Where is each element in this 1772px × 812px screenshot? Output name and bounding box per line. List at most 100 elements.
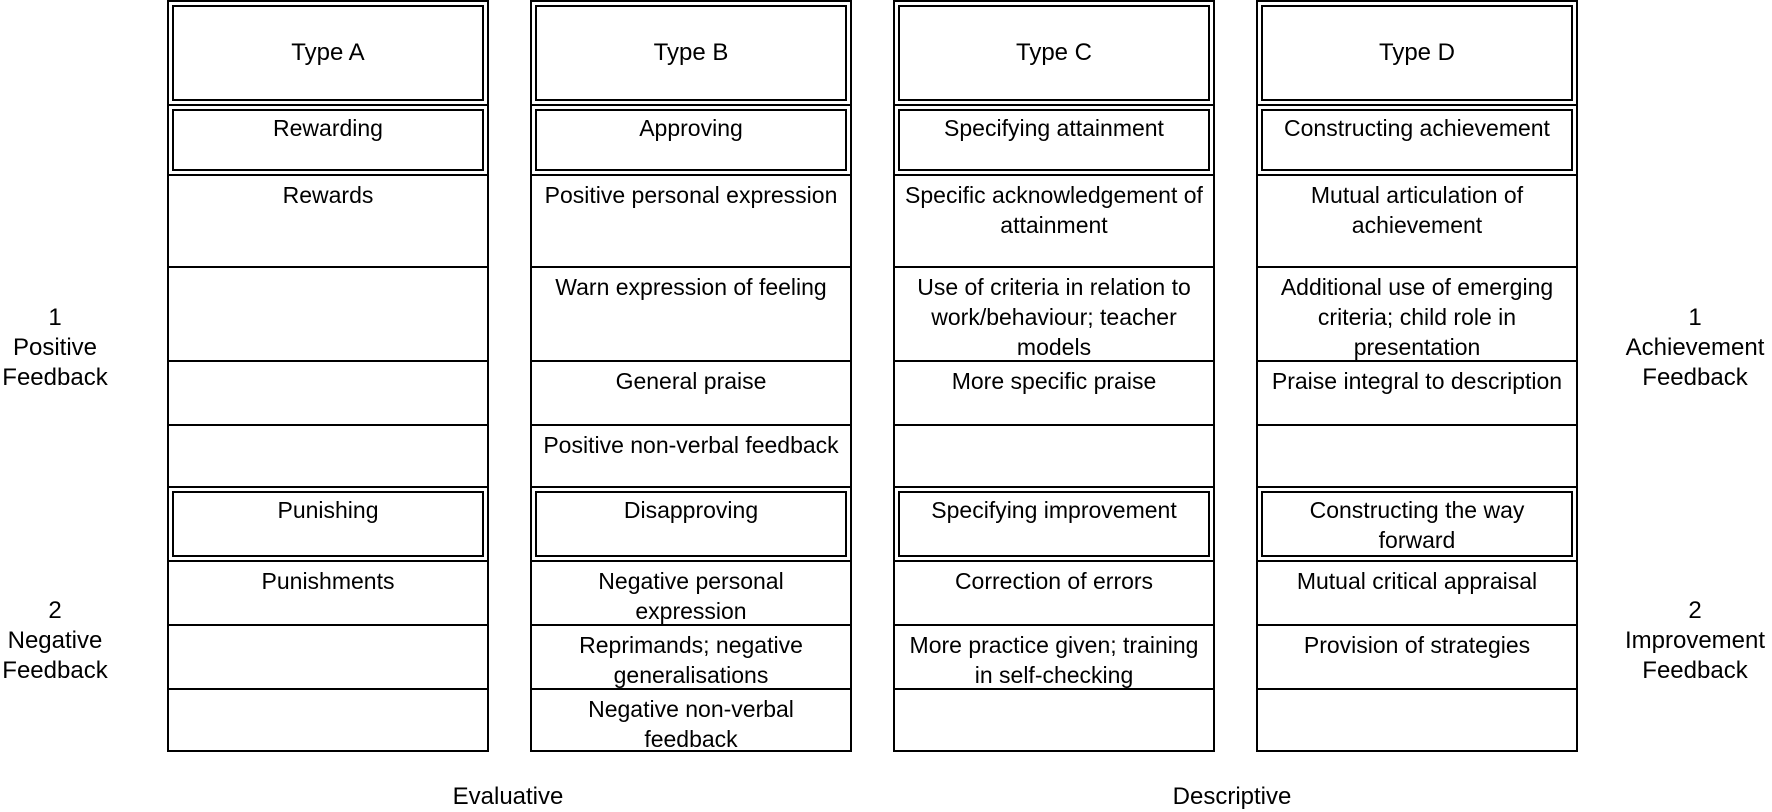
- negative-item-text: Negative non-verbal feedback: [588, 696, 794, 752]
- right-label-achievement-number: 1: [1688, 304, 1702, 331]
- column-title-frame: Type A: [172, 5, 484, 101]
- negative-category-cell: Specifying improvement: [895, 488, 1213, 562]
- negative-item: Punishments: [169, 562, 487, 626]
- positive-category-cell: Specifying attainment: [895, 106, 1213, 176]
- positive-item: General praise: [532, 362, 850, 426]
- negative-item: Mutual critical appraisal: [1258, 562, 1576, 626]
- negative-category-cell: Punishing: [169, 488, 487, 562]
- column-title: Type B: [653, 39, 729, 66]
- positive-item-text: [177, 268, 479, 272]
- right-label-improvement: 2 Improvement Feedback: [1615, 596, 1772, 686]
- positive-item-text: Positive personal expression: [544, 182, 838, 208]
- right-label-improvement-line2: Feedback: [1642, 657, 1748, 684]
- positive-item-text: Mutual articulation of achievement: [1310, 182, 1524, 238]
- left-label-negative-line1: Negative: [7, 627, 103, 654]
- positive-item: [169, 426, 487, 488]
- positive-category: Constructing achievement: [1284, 115, 1550, 141]
- negative-item-text: Provision of strategies: [1303, 632, 1531, 658]
- positive-item: Warn expression of feeling: [532, 268, 850, 362]
- negative-category: Punishing: [277, 497, 379, 523]
- left-label-negative-number: 2: [48, 597, 62, 624]
- positive-item: More specific praise: [895, 362, 1213, 426]
- negative-item: More practice given; training in self-ch…: [895, 626, 1213, 690]
- positive-item-text: Specific acknowledgement of attainment: [905, 182, 1203, 238]
- negative-item-text: [177, 690, 479, 694]
- column-title: Type D: [1378, 39, 1456, 66]
- positive-category: Rewarding: [273, 115, 383, 141]
- negative-category: Disapproving: [623, 497, 759, 523]
- negative-category-cell: Constructing the way forward: [1258, 488, 1576, 562]
- positive-category: Specifying attainment: [944, 115, 1164, 141]
- positive-item: [895, 426, 1213, 488]
- negative-item-text: Mutual critical appraisal: [1296, 568, 1538, 594]
- positive-item: Mutual articulation of achievement: [1258, 176, 1576, 268]
- right-label-achievement-line2: Feedback: [1642, 364, 1748, 391]
- left-label-positive: 1 Positive Feedback: [0, 303, 110, 393]
- left-label-positive-number: 1: [48, 304, 62, 331]
- column-title-cell: Type B: [532, 0, 850, 106]
- negative-item-text: Punishments: [261, 568, 395, 594]
- negative-item: [895, 690, 1213, 752]
- column-type-d: Type D Constructing achievement Mutual a…: [1256, 0, 1578, 752]
- positive-item-text: [177, 362, 479, 366]
- negative-item: Reprimands; negative generalisations: [532, 626, 850, 690]
- positive-item: [169, 362, 487, 426]
- negative-item-text: [903, 690, 1205, 694]
- column-title-cell: Type A: [169, 0, 487, 106]
- negative-category: Specifying improvement: [931, 497, 1177, 523]
- positive-category-frame: Rewarding: [172, 109, 484, 171]
- left-label-negative-line2: Feedback: [2, 657, 108, 684]
- column-title-frame: Type B: [535, 5, 847, 101]
- positive-item-text: Additional use of emerging criteria; chi…: [1280, 274, 1554, 360]
- positive-item-text: Positive non-verbal feedback: [543, 432, 839, 458]
- positive-category-frame: Specifying attainment: [898, 109, 1210, 171]
- negative-category-cell: Disapproving: [532, 488, 850, 562]
- negative-item-text: [1266, 690, 1568, 694]
- negative-category-frame: Constructing the way forward: [1261, 491, 1573, 557]
- positive-item-text: [903, 426, 1205, 430]
- negative-item: [169, 690, 487, 752]
- negative-item: Negative personal expression: [532, 562, 850, 626]
- right-label-improvement-line1: Improvement: [1624, 627, 1766, 654]
- column-title-cell: Type C: [895, 0, 1213, 106]
- positive-item-text: [1266, 426, 1568, 430]
- column-type-c: Type C Specifying attainment Specific ac…: [893, 0, 1215, 752]
- positive-item-text: [177, 426, 479, 430]
- positive-item: Positive personal expression: [532, 176, 850, 268]
- left-label-negative: 2 Negative Feedback: [0, 596, 110, 686]
- positive-item: Rewards: [169, 176, 487, 268]
- negative-item: Provision of strategies: [1258, 626, 1576, 690]
- positive-category-frame: Constructing achievement: [1261, 109, 1573, 171]
- negative-category-frame: Punishing: [172, 491, 484, 557]
- negative-item: Correction of errors: [895, 562, 1213, 626]
- column-title: Type A: [291, 39, 365, 66]
- column-title-frame: Type D: [1261, 5, 1573, 101]
- positive-item: [1258, 426, 1576, 488]
- negative-item-text: Correction of errors: [954, 568, 1154, 594]
- positive-category: Approving: [639, 115, 743, 141]
- right-label-achievement: 1 Achievement Feedback: [1615, 303, 1772, 393]
- positive-category-cell: Approving: [532, 106, 850, 176]
- negative-item: [1258, 690, 1576, 752]
- column-type-a: Type A Rewarding Rewards Punishing Punis…: [167, 0, 489, 752]
- right-label-improvement-number: 2: [1688, 597, 1702, 624]
- descriptive-label: Descriptive: [1172, 783, 1292, 810]
- column-title: Type C: [1015, 39, 1093, 66]
- column-title-frame: Type C: [898, 5, 1210, 101]
- evaluative-label: Evaluative: [452, 783, 564, 810]
- negative-item: [169, 626, 487, 690]
- negative-category-frame: Disapproving: [535, 491, 847, 557]
- positive-category-cell: Rewarding: [169, 106, 487, 176]
- positive-item: Positive non-verbal feedback: [532, 426, 850, 488]
- positive-item-text: General praise: [615, 368, 767, 394]
- positive-item: [169, 268, 487, 362]
- negative-item-text: Negative personal expression: [598, 568, 784, 624]
- positive-category-cell: Constructing achievement: [1258, 106, 1576, 176]
- positive-item-text: Praise integral to description: [1271, 368, 1563, 394]
- left-label-positive-line2: Feedback: [2, 364, 108, 391]
- negative-category-frame: Specifying improvement: [898, 491, 1210, 557]
- positive-item: Praise integral to description: [1258, 362, 1576, 426]
- column-title-cell: Type D: [1258, 0, 1576, 106]
- positive-item-text: Use of criteria in relation to work/beha…: [917, 274, 1191, 360]
- positive-category-frame: Approving: [535, 109, 847, 171]
